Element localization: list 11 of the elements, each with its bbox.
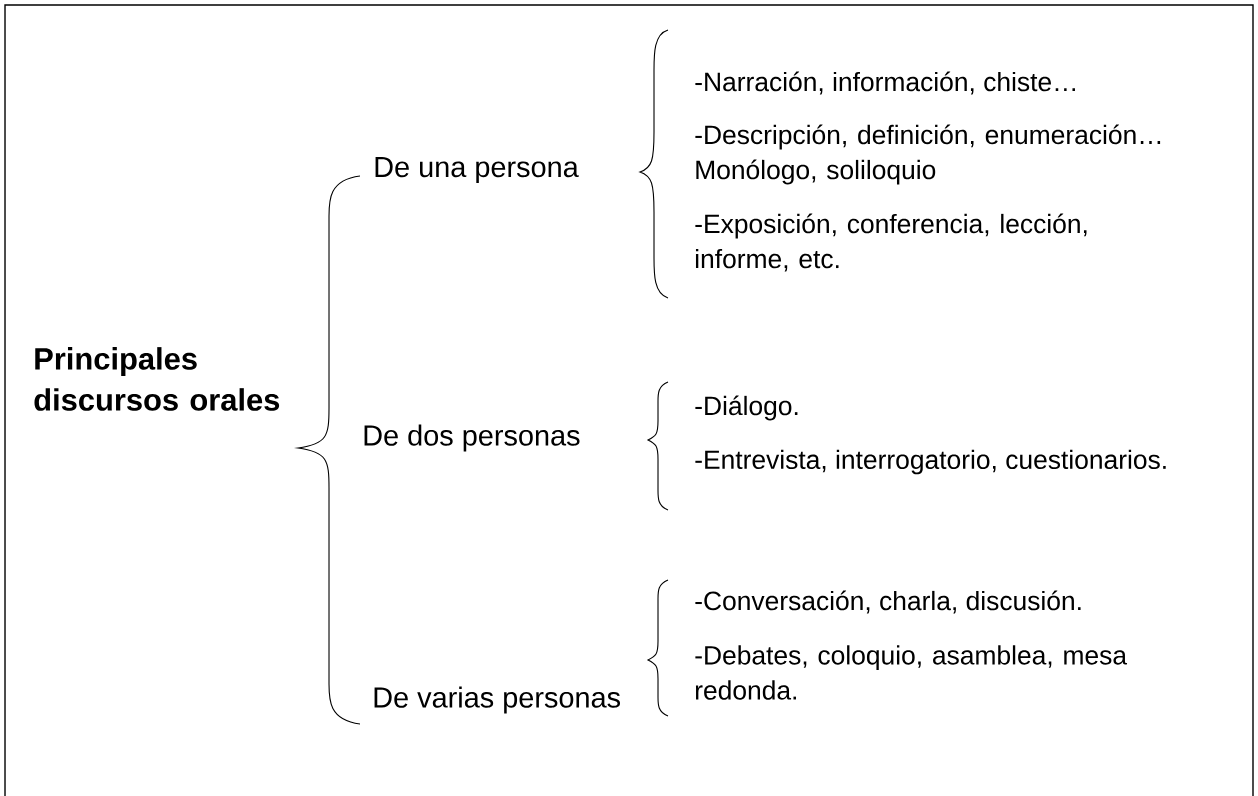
category-label: De varias personas — [374, 686, 620, 714]
heading: Principales discursos orales — [34, 347, 280, 411]
item-text: -Entrevista, interrogatorio, cuestionarios. — [695, 449, 1166, 475]
item-text: -Exposición, conferencia, lección, informe, etc. — [695, 213, 1087, 272]
category-label: De una persona — [375, 157, 579, 183]
category-label: De dos personas — [364, 424, 580, 452]
item-text: -Diálogo. — [695, 395, 798, 421]
item-text: -Conversación, charla, discusión. — [695, 590, 1081, 614]
item-text: -Descripción, definición, enumeración… Monólogo, soliloquio — [695, 124, 1161, 185]
item-text: -Debates, coloquio, asamblea, mesa redonda. — [695, 645, 1128, 700]
item-text: -Narración, información, chiste… — [695, 71, 1075, 95]
